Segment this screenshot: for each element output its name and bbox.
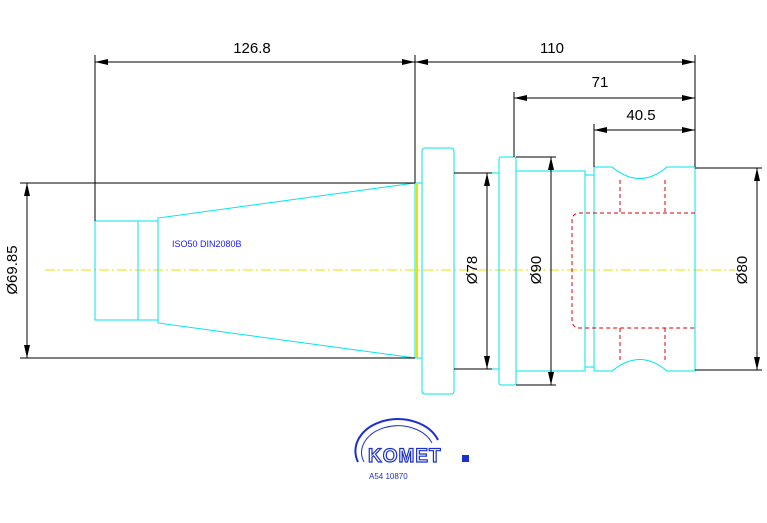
arrowhead	[484, 173, 490, 186]
dim-collar-diameter: Ø78	[464, 256, 481, 284]
arrowhead	[754, 357, 760, 370]
arrowhead	[95, 59, 108, 65]
dim-groove-offset: 40.5	[626, 107, 655, 124]
hidden-lines	[571, 180, 695, 361]
komet-logo: KOMET A54 10870	[354, 418, 469, 481]
body-neck	[584, 174, 595, 368]
arrowhead	[548, 157, 554, 170]
bore-hidden	[571, 212, 695, 329]
arrowhead	[682, 127, 695, 133]
arrowhead	[415, 59, 428, 65]
dim-flange-diameter: Ø90	[528, 256, 545, 284]
arrowhead	[24, 183, 30, 196]
logo-mark-icon	[462, 455, 469, 462]
logo-arc-icon	[354, 418, 439, 463]
logo-brand: KOMET	[368, 446, 442, 467]
arrowhead	[754, 168, 760, 181]
taper-upper-edge	[157, 182, 416, 221]
nose	[593, 166, 696, 372]
arrowhead	[548, 372, 554, 385]
dim-body-length: 71	[592, 74, 609, 91]
flange	[421, 147, 455, 395]
dim-taper-diameter: Ø69.85	[4, 245, 21, 294]
taper-lower-edge	[157, 320, 416, 359]
arrowhead	[682, 59, 695, 65]
logo-arc-inner-icon	[361, 425, 433, 463]
arrowhead	[24, 345, 30, 358]
arrowhead	[514, 95, 527, 101]
arrowhead	[402, 59, 415, 65]
taper-standard-label: ISO50 DIN2080B	[172, 239, 242, 249]
dim-shank-length: 126.8	[233, 40, 271, 57]
arrowhead	[594, 127, 607, 133]
arrowheads	[24, 59, 760, 385]
knob-neck	[137, 220, 159, 321]
part-number: A54 10870	[369, 472, 408, 481]
dimension-lines	[20, 55, 762, 386]
arrowhead	[484, 356, 490, 369]
dim-nose-diameter: Ø80	[734, 256, 751, 284]
arrowhead	[682, 95, 695, 101]
part-outline	[94, 147, 696, 395]
body-flange	[498, 156, 517, 386]
dim-total-length: 110	[540, 40, 564, 57]
